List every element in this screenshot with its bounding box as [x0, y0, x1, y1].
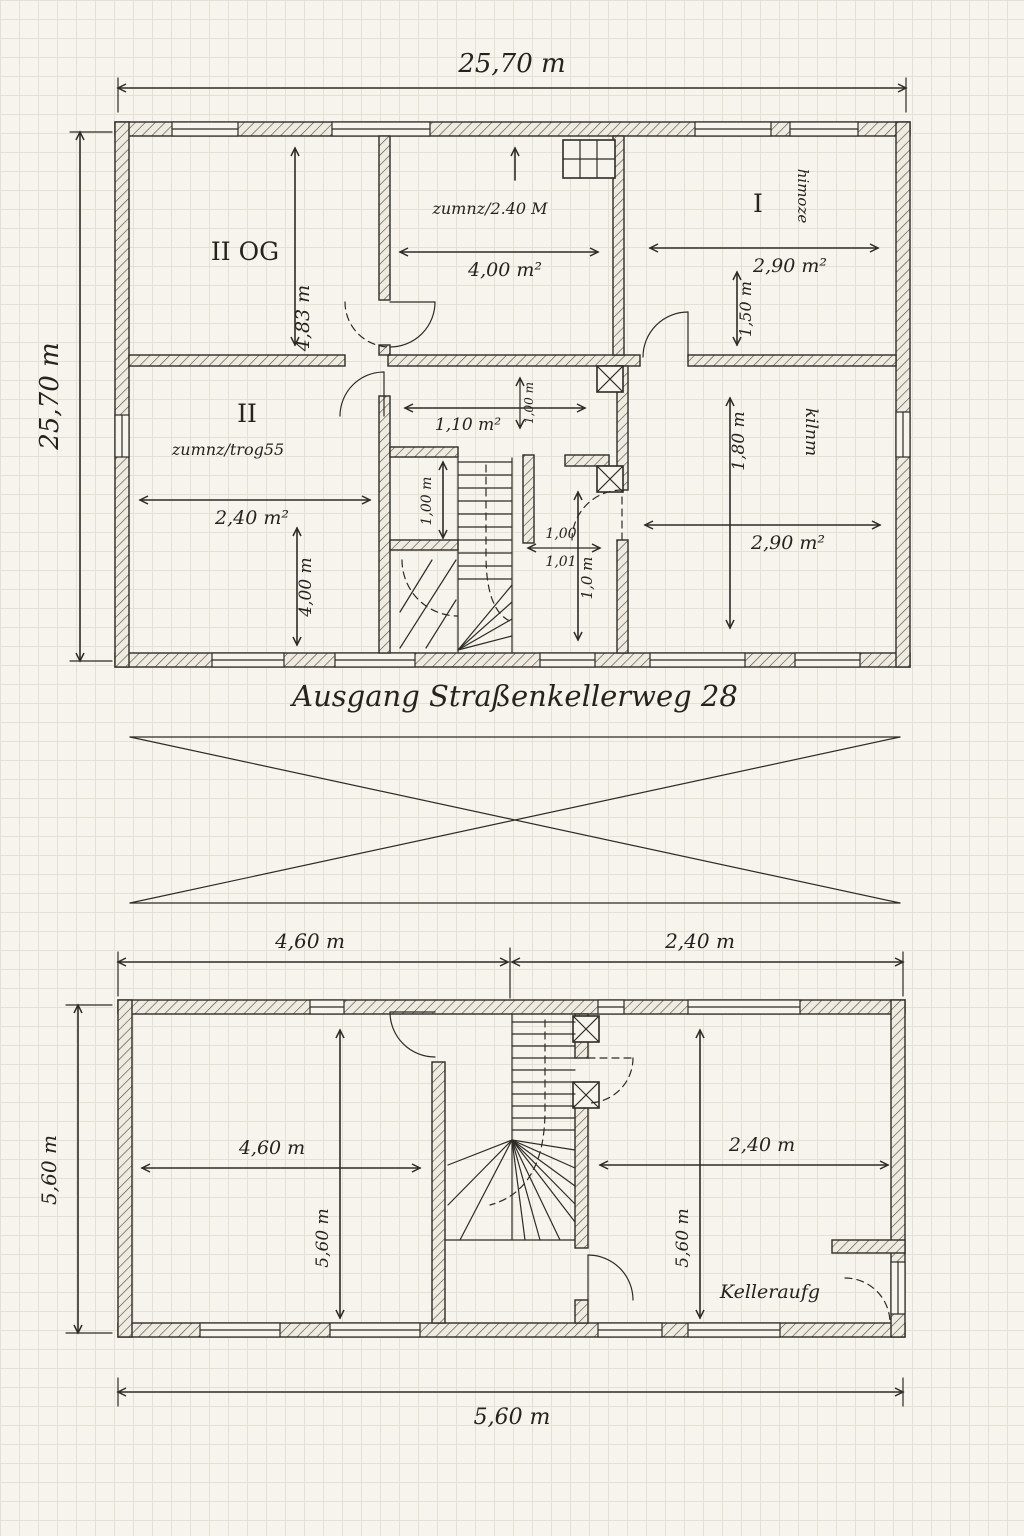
basement-bottom-dimension: 5,60 m: [116, 1377, 905, 1430]
upper-doors: [339, 301, 689, 541]
shaft-symbol-top: [596, 365, 624, 393]
basement-dim-top-right-label: 2,40 m: [664, 929, 735, 953]
door-arc: [642, 311, 689, 358]
upper-overall-height-label: 25,70 m: [35, 342, 65, 450]
basement-windows: [199, 999, 906, 1338]
room-kilnm-width-label: 2,90 m²: [750, 532, 825, 554]
basement-room-left-height-label: 5,60 m: [313, 1208, 333, 1267]
under-stair-door-arc: [401, 559, 459, 617]
door-arc-dashed: [587, 1057, 634, 1104]
door-arc-dashed: [844, 1277, 891, 1324]
door-arc-dashed: [571, 489, 623, 541]
plan-caption: Ausgang Straßenkellerweg 28: [289, 679, 738, 713]
upper-overall-dimensions: 25,70 m 25,70 m: [35, 49, 908, 663]
basement-room-left-width-label: 4,60 m: [238, 1137, 305, 1159]
upper-floor-plan: 25,70 m 25,70 m II OG 4,83 m zumnz/2.40 …: [35, 49, 911, 713]
basement-room-dimensions: 4,60 m 5,60 m 2,40 m 5,60 m Kelleraufg: [140, 1028, 890, 1320]
basement-bottom-dim-label: 5,60 m: [474, 1405, 551, 1430]
room-one-width-label: 2,90 m²: [752, 255, 827, 277]
door-arc: [339, 371, 385, 417]
basement-doors: [389, 1011, 891, 1324]
kelleraufgang-label: Kelleraufg: [719, 1281, 820, 1303]
crossed-out-section: [129, 736, 901, 904]
basement-dim-top-left-label: 4,60 m: [274, 929, 345, 953]
room-one-depth-label: 1,50 m: [736, 281, 755, 337]
room-two-height-label: 4,00 m: [296, 557, 316, 617]
stair-width-label: 1,00 m: [419, 477, 435, 526]
basement-side-dimension: 5,60 m: [37, 1003, 113, 1335]
basement-shaft-symbol-mid: [572, 1081, 600, 1109]
room-one-label: I: [753, 189, 763, 218]
basement-room-right-height-label: 5,60 m: [673, 1208, 693, 1267]
upper-overall-width-label: 25,70 m: [457, 49, 565, 79]
room-two-label: II: [237, 399, 257, 428]
room-one-note: himoze: [794, 169, 812, 224]
upper-windows: [114, 121, 911, 668]
basement-top-dimensions: 4,60 m 2,40 m: [116, 929, 905, 999]
room-two-width-label: 2,40 m²: [214, 507, 289, 529]
room-two-bottom-left: II zumnz/trog55 2,40 m² 4,00 m: [138, 399, 372, 647]
room-og-top-left: II OG 4,83 m: [211, 146, 314, 352]
hall-dimensions: 1,10 m² 1,00 m 1,00 m 1,00 1,01 1,0 m: [403, 376, 602, 642]
stair-treads: [457, 461, 513, 580]
under-stair-hatch: [399, 559, 457, 649]
door-arc: [587, 1254, 634, 1301]
shaft-symbol-bottom: [596, 465, 624, 493]
stair-run-label: 1,0 m: [578, 557, 596, 600]
door-arc-dashed: [344, 301, 391, 348]
room-og-height-label: 4,83 m: [292, 285, 314, 352]
room-one-top-right: I himoze 2,90 m² 1,50 m: [648, 169, 880, 347]
basement-stair-treads: [511, 1021, 576, 1131]
basement-staircase: [444, 1013, 576, 1241]
hall-depth-label: 1,00 m: [522, 382, 536, 424]
basement-room-right-width-label: 2,40 m: [728, 1134, 795, 1156]
room-mid-note: zumnz/2.40 M: [431, 199, 548, 218]
room-two-note: zumnz/trog55: [171, 440, 284, 459]
door-arc: [389, 301, 436, 348]
basement-side-dim-label: 5,60 m: [37, 1135, 61, 1205]
room-og-label: II OG: [211, 237, 279, 266]
stair-winder-fan: [457, 584, 513, 651]
stair-dim-b: 1,01: [545, 554, 576, 570]
hall-width-label: 1,10 m²: [435, 415, 501, 435]
chimney-block: [562, 139, 616, 179]
room-kilnm-bottom-right: kilnm 1,80 m 2,90 m²: [643, 396, 882, 630]
basement-stair-walk-line: [489, 1019, 546, 1206]
basement-stair-winder: [447, 1139, 576, 1241]
basement-shaft-symbol-top: [572, 1015, 600, 1043]
room-mid-width-label: 4,00 m²: [467, 259, 542, 281]
door-arc: [389, 1011, 436, 1058]
room-kilnm-label: kilnm: [801, 408, 821, 456]
room-kilnm-depth-label: 1,80 m: [729, 411, 749, 470]
stair-walk-line: [485, 464, 513, 623]
room-top-middle: zumnz/2.40 M 4,00 m²: [398, 146, 600, 281]
basement-plan: 4,60 m 2,40 m 5,60 m: [37, 929, 906, 1430]
upper-interior-walls: [128, 135, 897, 654]
upper-staircase: [399, 457, 513, 653]
stair-dim-a: 1,00: [545, 526, 576, 542]
basement-interior-walls: [431, 1013, 906, 1324]
